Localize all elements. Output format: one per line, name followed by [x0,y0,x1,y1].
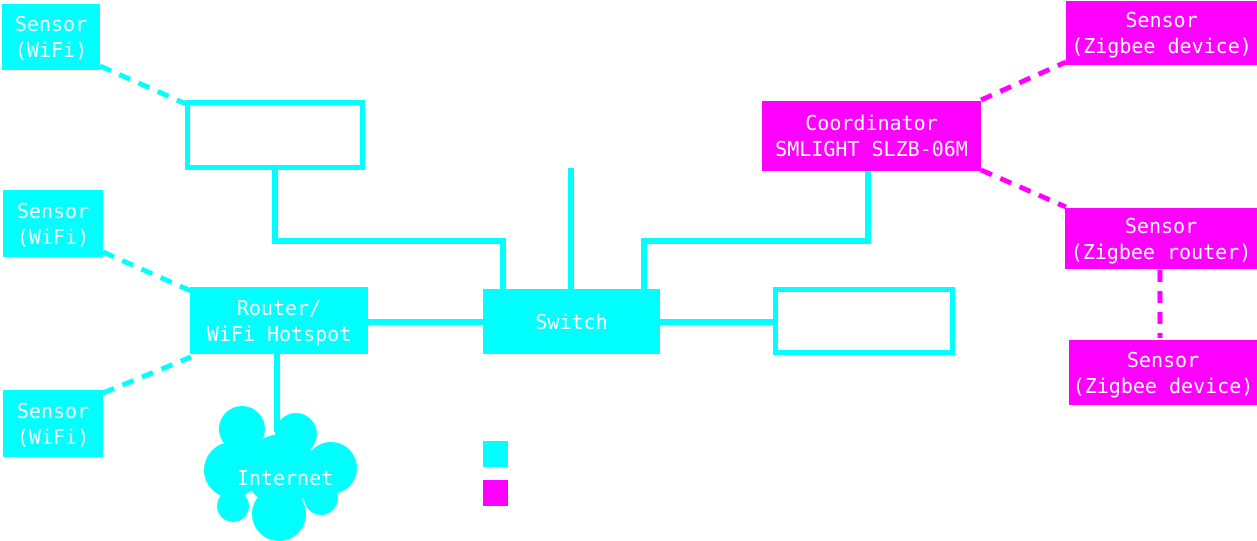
node-zigbee-coordinator: Coordinator SMLIGHT SLZB-06M [762,101,981,171]
node-router-wifi-hotspot: Router/ WiFi Hotspot [190,287,368,354]
edge-zigbee-coordinator-device1 [979,59,1068,103]
node-sensor-wifi-2: Sensor (WiFi) [3,190,103,257]
node-sensor-zigbee-device-1: Sensor (Zigbee device) [1066,1,1257,65]
edge-coordinator-switch [641,171,871,289]
edge-wifi-sensor1 [98,63,188,107]
node-unlabeled-box-top [185,100,365,170]
internet-cloud-label: Internet [236,466,334,490]
node-sensor-wifi-3: Sensor (WiFi) [3,390,103,457]
legend-swatch-zigbee [483,480,508,506]
edge-wifi-sensor2 [101,249,193,294]
edge-zigbee-coordinator-router [980,167,1067,210]
node-sensor-zigbee-router: Sensor (Zigbee router) [1065,208,1257,269]
edge-wifi-sensor3 [102,354,192,396]
legend-swatch-wifi-ethernet [483,441,508,467]
edge-blanktop-switch [272,170,506,289]
node-unlabeled-box-right [773,287,955,355]
node-sensor-zigbee-device-2: Sensor (Zigbee device) [1069,340,1257,405]
node-switch: Switch [483,289,660,354]
internet-cloud [204,406,357,541]
node-sensor-wifi-1: Sensor (WiFi) [2,4,100,70]
